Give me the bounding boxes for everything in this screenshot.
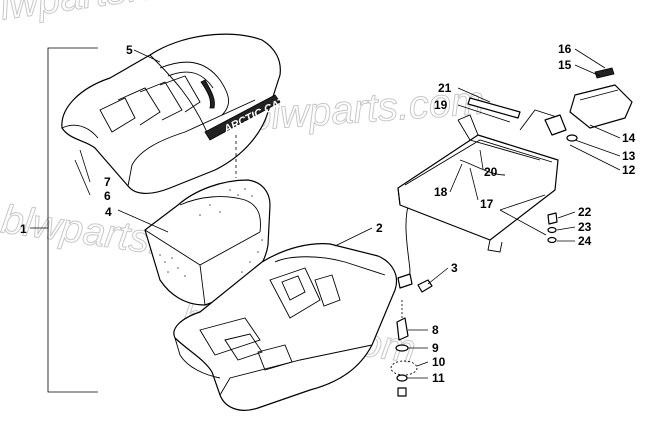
callout-19: 19 [434, 98, 448, 112]
callout-3: 3 [451, 261, 458, 275]
callout-21: 21 [438, 81, 452, 95]
callout-6: 6 [104, 189, 111, 203]
wiring-harness [397, 199, 433, 293]
callout-16: 16 [558, 42, 572, 56]
callout-4: 4 [105, 205, 112, 219]
callout-5: 5 [126, 43, 133, 57]
leader-lines [74, 48, 621, 379]
callout-labels: 1 2 3 4 5 6 7 8 9 10 11 12 13 14 15 16 1… [20, 42, 636, 385]
callout-14: 14 [622, 131, 636, 145]
callout-13: 13 [622, 149, 636, 163]
callout-24: 24 [578, 234, 592, 248]
callout-22: 22 [578, 205, 592, 219]
callout-18: 18 [434, 185, 448, 199]
callout-11: 11 [432, 371, 445, 385]
callout-9: 9 [432, 341, 439, 355]
callout-20: 20 [484, 165, 498, 179]
callout-12: 12 [622, 163, 636, 177]
callout-23: 23 [578, 220, 592, 234]
callout-8: 8 [432, 323, 439, 337]
callout-1: 1 [20, 222, 27, 236]
assembly-bracket [30, 47, 98, 393]
foam-texture [159, 188, 263, 277]
seat-base [173, 243, 398, 411]
callout-7: 7 [104, 175, 111, 189]
seat-cover: ARCTIC CAT [61, 33, 288, 194]
callout-10: 10 [432, 355, 446, 369]
fastener-stack [390, 300, 418, 397]
watermark-text: blwparts.com [0, 0, 215, 32]
seat-foam [144, 179, 271, 306]
callout-2: 2 [376, 221, 383, 235]
callout-17: 17 [480, 197, 494, 211]
callout-15: 15 [558, 58, 572, 72]
rack-frame [397, 67, 633, 253]
